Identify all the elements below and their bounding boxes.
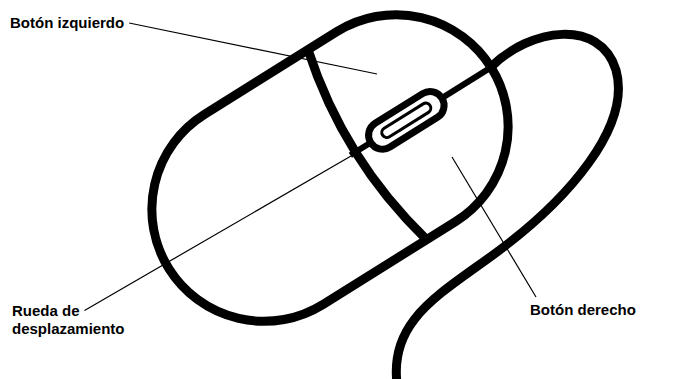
part-label: Botón derecho	[530, 301, 636, 319]
leader-lines	[85, 23, 536, 311]
scroll-wheel-slot	[380, 101, 433, 139]
mouse-body	[110, 0, 551, 364]
leader-line	[129, 23, 377, 74]
part-label: Botón izquierdo	[10, 14, 124, 32]
mouse-body-group	[110, 0, 551, 364]
part-label: Rueda de desplazamiento	[12, 302, 142, 338]
button-split-line	[350, 68, 489, 155]
scroll-wheel	[363, 86, 449, 154]
leader-line	[452, 157, 536, 297]
leader-line	[85, 156, 351, 311]
